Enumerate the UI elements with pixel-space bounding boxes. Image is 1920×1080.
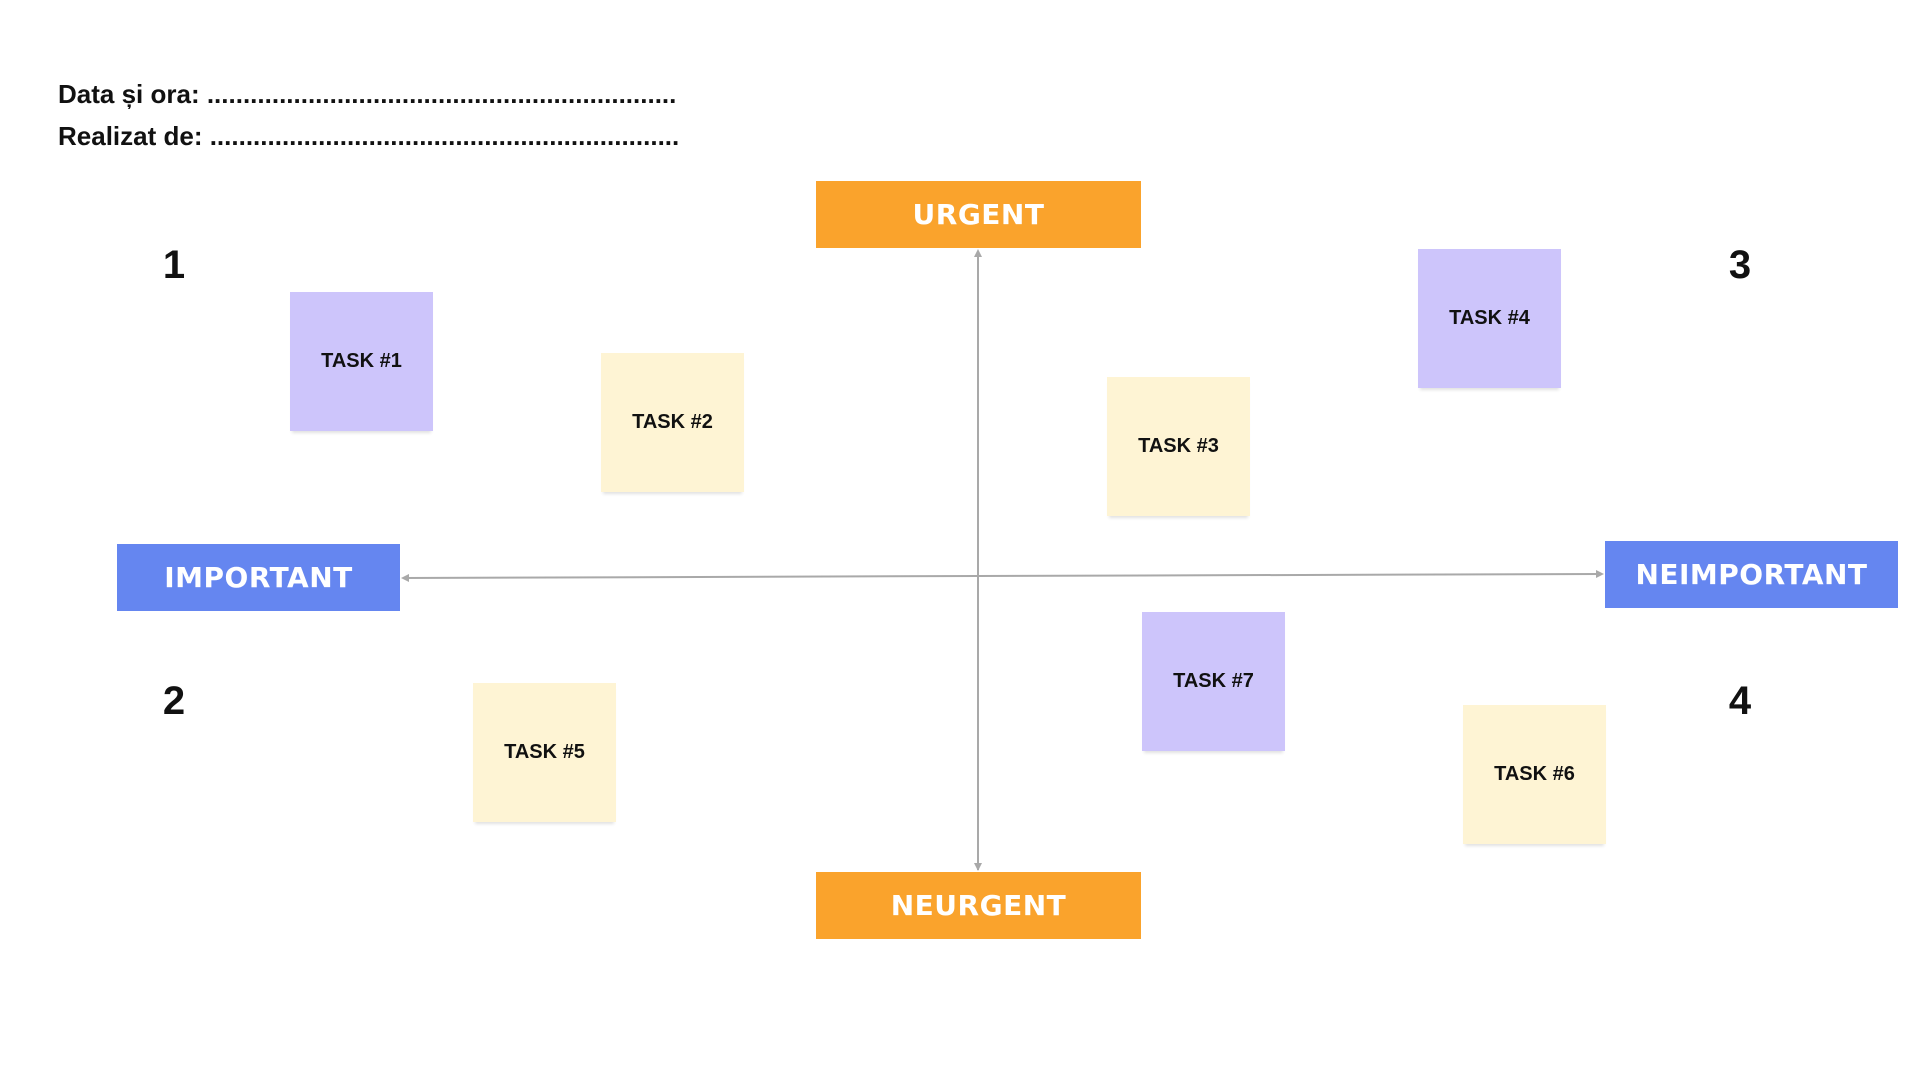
important-label: IMPORTANT	[117, 544, 400, 611]
quadrant-number-4: 4	[1728, 679, 1752, 723]
neurgent-label: NEURGENT	[816, 872, 1141, 939]
task-note-7[interactable]: TASK #7	[1142, 612, 1285, 751]
task-note-2[interactable]: TASK #2	[601, 353, 744, 492]
quadrant-number-1: 1	[162, 243, 186, 287]
quadrant-number-3: 3	[1728, 243, 1752, 287]
neimportant-label: NEIMPORTANT	[1605, 541, 1898, 608]
horizontal-axis-right	[977, 570, 1604, 579]
task-note-5[interactable]: TASK #5	[473, 683, 616, 822]
task-note-1[interactable]: TASK #1	[290, 292, 433, 431]
horizontal-axis-left	[401, 573, 979, 582]
task-note-6[interactable]: TASK #6	[1463, 705, 1606, 844]
quadrant-number-2: 2	[162, 679, 186, 723]
task-note-3[interactable]: TASK #3	[1107, 377, 1250, 516]
date-time-line: Data și ora: ...........................…	[58, 79, 677, 109]
author-line: Realizat de: ...........................…	[58, 121, 680, 151]
urgent-label: URGENT	[816, 181, 1141, 248]
task-note-4[interactable]: TASK #4	[1418, 249, 1561, 388]
